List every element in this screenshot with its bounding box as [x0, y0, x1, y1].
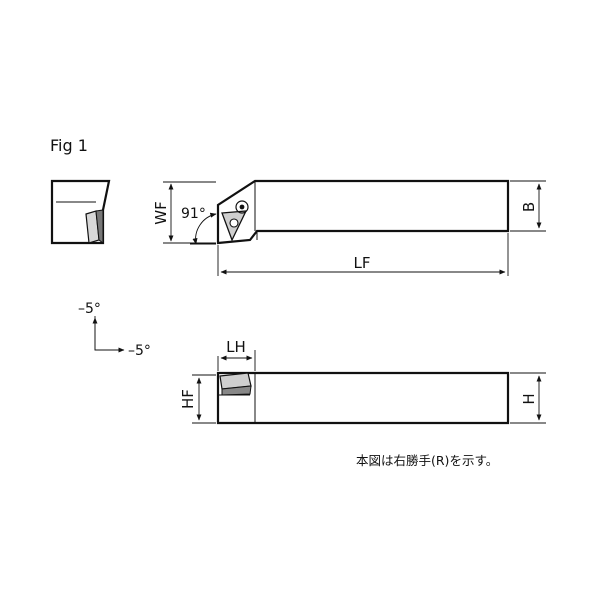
lh-label: LH: [226, 338, 246, 356]
insert-end-dark: [95, 209, 104, 244]
wf-label: WF: [152, 201, 170, 224]
angle-arc: [192, 212, 217, 245]
figure-title: Fig 1: [50, 136, 88, 155]
insert-hole-icon: [229, 218, 239, 228]
insert-side-seat: [221, 385, 252, 396]
end-view: [50, 179, 111, 245]
h-label: H: [520, 393, 538, 404]
side-view: [192, 350, 546, 425]
inclination-indicator: [92, 316, 125, 353]
handedness-note: 本図は右勝手(R)を示す。: [356, 453, 499, 468]
angle-label: 91°: [181, 206, 206, 222]
inclination-horizontal-label: –5°: [128, 343, 151, 359]
lf-label: LF: [354, 254, 371, 272]
b-label: B: [520, 202, 538, 212]
inclination-vertical-label: –5°: [78, 301, 101, 317]
clamp-screw-icon: [235, 200, 249, 214]
hf-label: HF: [179, 389, 197, 409]
clamp-screw-center: [239, 204, 245, 210]
top-view: [163, 179, 546, 276]
